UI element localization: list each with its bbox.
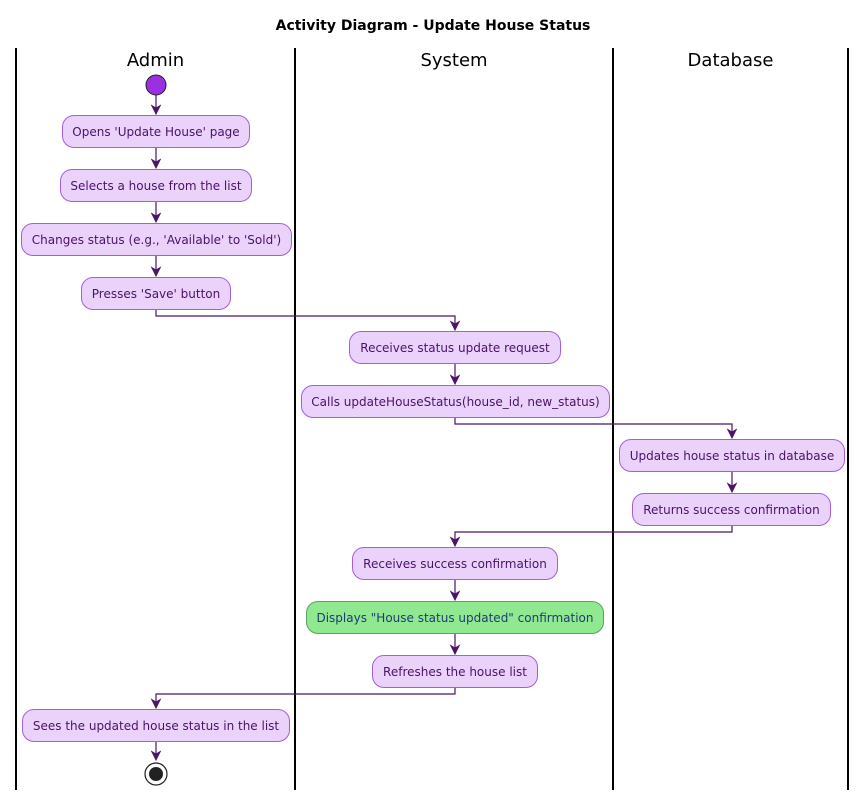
activity-update-database: Updates house status in database — [619, 439, 845, 472]
lane-title-system: System — [420, 50, 488, 71]
activity-receive-request: Receives status update request — [349, 331, 561, 364]
activity-return-confirmation: Returns success confirmation — [632, 493, 831, 526]
lane-border-right — [847, 48, 849, 790]
activity-select-house: Selects a house from the list — [60, 169, 252, 202]
start-node — [145, 74, 167, 96]
lane-border-left — [15, 48, 17, 790]
activity-press-save: Presses 'Save' button — [81, 277, 231, 310]
flow-arrow — [150, 688, 456, 710]
lane-border-system-database — [612, 48, 614, 790]
activity-see-updated-status: Sees the updated house status in the lis… — [22, 709, 290, 742]
activity-refresh-list: Refreshes the house list — [372, 655, 538, 688]
flow-arrow — [155, 310, 461, 332]
lane-title-admin: Admin — [126, 50, 185, 71]
activity-receive-confirmation: Receives success confirmation — [352, 547, 558, 580]
activity-call-update: Calls updateHouseStatus(house_id, new_st… — [301, 385, 610, 418]
flow-arrow — [449, 526, 733, 548]
lane-title-database: Database — [687, 50, 774, 71]
flow-arrow — [454, 418, 738, 440]
diagram-title: Activity Diagram - Update House Status — [275, 18, 591, 34]
activity-change-status: Changes status (e.g., 'Available' to 'So… — [21, 223, 292, 256]
end-node-center — [149, 767, 163, 781]
activity-display-confirmation: Displays "House status updated" confirma… — [306, 601, 604, 634]
lane-border-admin-system — [294, 48, 296, 790]
activity-opens-update-page: Opens 'Update House' page — [62, 115, 250, 148]
